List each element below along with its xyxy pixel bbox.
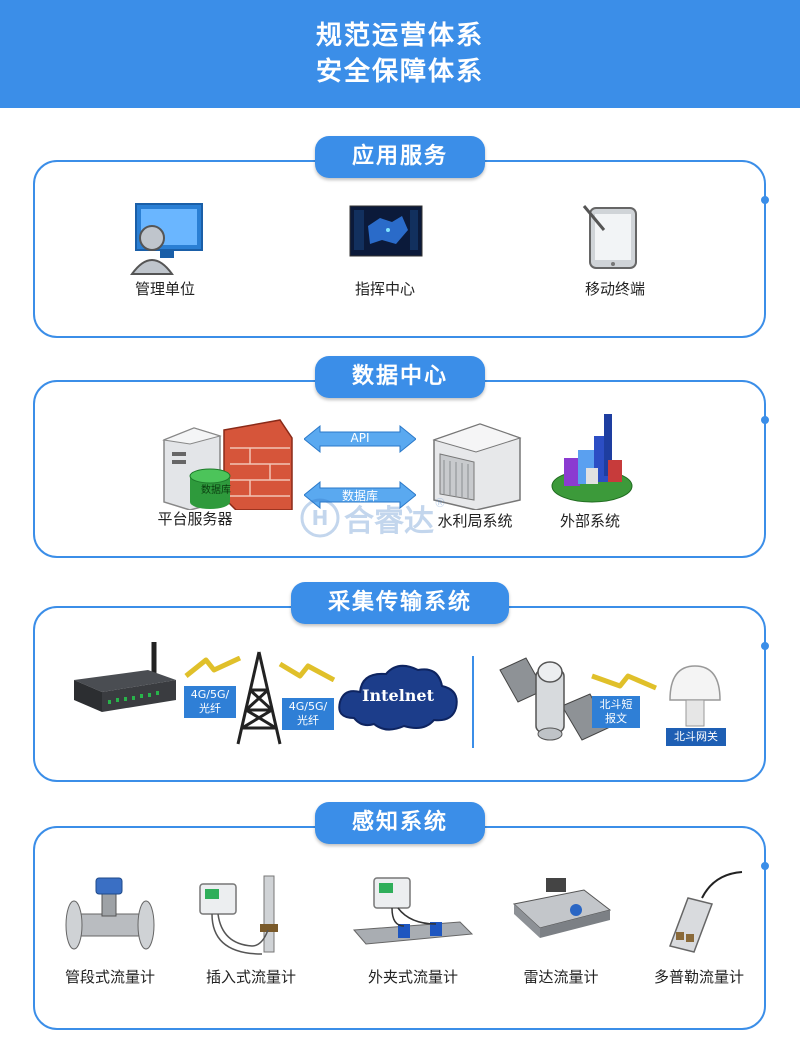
item-label: 指挥中心 — [354, 280, 415, 298]
clamp-on-flowmeter-icon — [352, 877, 474, 945]
satellite-icon — [499, 657, 609, 741]
item-label: 管段式流量计 — [64, 968, 155, 986]
item-label: 雷达流量计 — [523, 968, 599, 986]
network-label-1: 4G/5G/ 光纤 — [184, 686, 236, 718]
panel-dot — [761, 862, 769, 870]
item-label: 水利局系统 — [437, 512, 513, 530]
item-mobile-terminal: 移动终端 — [560, 196, 670, 306]
section-title-transfer: 采集传输系统 — [291, 582, 509, 624]
api-arrow-label: API — [350, 431, 370, 445]
item-label: 管理单位 — [134, 280, 195, 298]
command-center-screen-icon — [349, 205, 423, 257]
database-tag: 数据库 — [201, 485, 231, 496]
panel-dot — [761, 416, 769, 424]
item-doppler-flowmeter: 多普勒流量计 — [642, 866, 756, 992]
section-title-data-center: 数据中心 — [315, 356, 485, 398]
radar-flowmeter-icon — [512, 878, 612, 938]
item-label: 外夹式流量计 — [367, 968, 458, 986]
brand-name: 合睿达 — [344, 504, 434, 539]
item-label: 外部系统 — [559, 512, 620, 530]
doppler-flowmeter-icon — [669, 871, 743, 953]
item-label: 插入式流量计 — [205, 968, 296, 986]
brand-logo-icon: H — [300, 498, 340, 538]
database-arrow — [304, 480, 416, 510]
panel-dot — [761, 642, 769, 650]
registered-mark: ® — [434, 496, 446, 510]
rtu-device-icon — [74, 642, 176, 712]
beidou-message-label: 北斗短 报文 — [592, 696, 640, 728]
banner-title-line2: 安全保障体系 — [315, 57, 484, 87]
item-insertion-flowmeter: 插入式流量计 — [192, 874, 310, 992]
management-unit-icon — [130, 203, 203, 275]
item-platform-server: 数据库 平台服务器 — [150, 418, 300, 530]
item-label: 多普勒流量计 — [653, 968, 744, 986]
signal-icon — [184, 656, 242, 678]
cell-tower-icon — [236, 651, 282, 745]
tablet-icon — [582, 205, 637, 269]
item-radar-flowmeter: 雷达流量计 — [506, 874, 616, 992]
item-clamp-on-flowmeter: 外夹式流量计 — [350, 874, 476, 992]
item-label: 移动终端 — [584, 280, 645, 298]
server-firewall-icon — [162, 419, 293, 510]
item-external-system: 外部系统 — [540, 410, 640, 530]
data-center-building-icon — [432, 423, 522, 510]
database-arrow-label: 数据库 — [341, 489, 378, 503]
section-title-sensing: 感知系统 — [315, 802, 485, 844]
beidou-gateway-icon — [669, 665, 721, 727]
panel-dot — [761, 196, 769, 204]
city-buildings-icon — [551, 414, 633, 503]
item-command-center: 指挥中心 — [330, 196, 440, 306]
item-management-unit: 管理单位 — [110, 196, 220, 306]
signal-icon — [278, 661, 336, 682]
pipe-flowmeter-icon — [65, 877, 155, 950]
brand-watermark: H 合睿达 ® — [300, 496, 446, 540]
api-arrow — [304, 424, 416, 454]
signal-icon — [591, 673, 657, 691]
insertion-flowmeter-icon — [199, 875, 278, 955]
item-pipe-flowmeter: 管段式流量计 — [52, 874, 168, 992]
section-divider — [472, 656, 474, 748]
item-label: 平台服务器 — [157, 510, 233, 528]
logo-letter: H — [312, 506, 329, 530]
header-banner: 规范运营体系 安全保障体系 — [0, 0, 800, 108]
banner-title-line1: 规范运营体系 — [315, 21, 484, 51]
section-data-center — [33, 380, 769, 558]
item-water-bureau-system: 水利局系统 — [420, 414, 530, 530]
beidou-gateway-label: 北斗网关 — [666, 728, 726, 746]
cloud-label: Intelnet — [362, 686, 434, 705]
network-label-2: 4G/5G/ 光纤 — [282, 698, 334, 730]
section-title-app-services: 应用服务 — [315, 136, 485, 178]
internet-cloud-icon — [338, 664, 458, 731]
